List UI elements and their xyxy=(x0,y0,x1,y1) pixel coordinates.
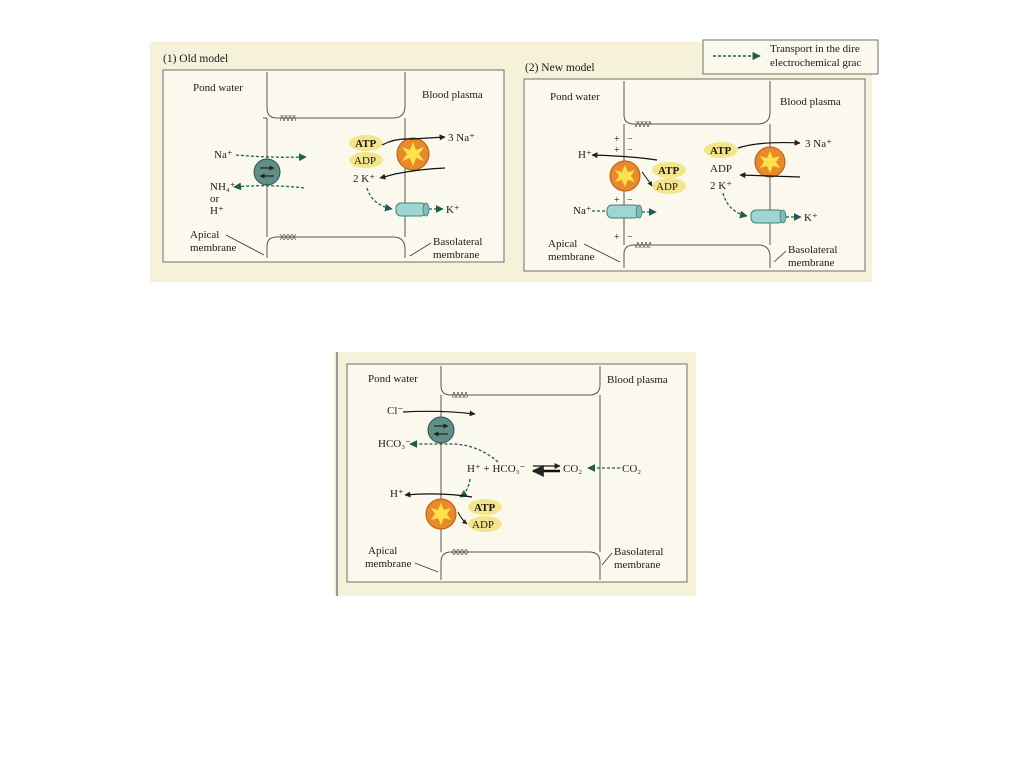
bottom-cl-label: Cl⁻ xyxy=(387,405,403,417)
new-k-channel-icon xyxy=(750,209,787,224)
old-atp-bubble xyxy=(349,135,383,151)
old-nh4-label: NH₄⁺ xyxy=(210,181,236,193)
bottom-cl-arrow xyxy=(402,410,476,417)
new-h-out-arrow xyxy=(591,152,658,161)
legend: Transport in the dire electrochemical gr… xyxy=(702,39,879,75)
new-3na-label: 3 Na⁺ xyxy=(805,138,832,150)
old-tight-junction-bottom xyxy=(280,234,296,240)
new-adp-left-label: ADP xyxy=(656,181,678,193)
new-charge-minus-4: − xyxy=(627,232,633,243)
bottom-adp-label: ADP xyxy=(472,519,494,531)
old-or-label: or xyxy=(210,193,220,205)
old-na-k-pump-icon xyxy=(396,137,430,171)
bottom-hco3-label: HCO₃⁻ xyxy=(378,438,411,450)
bottom-h-label: H⁺ xyxy=(390,488,404,500)
old-tight-junction-top xyxy=(280,115,296,121)
new-h-label: H⁺ xyxy=(578,149,592,161)
new-charge-plus-2: + xyxy=(614,145,620,156)
new-atp-left-label: ATP xyxy=(658,165,679,177)
new-charge-minus-3: − xyxy=(627,195,633,206)
old-cell-top xyxy=(266,72,406,119)
old-cell-bottom xyxy=(266,236,406,258)
new-charge-minus-2: − xyxy=(627,145,633,156)
old-k-path-arrow xyxy=(366,187,393,212)
bottom-hco3-arrow xyxy=(409,440,499,463)
bottom-co2-in-label: CO₂ xyxy=(563,463,582,475)
bottom-panel xyxy=(346,363,688,583)
new-model-panel: (2) New model Pond water Blood plasma + … xyxy=(523,62,866,272)
old-blood-plasma-label: Blood plasma xyxy=(422,89,483,101)
old-antiporter-icon xyxy=(253,158,281,186)
bottom-apical-label-1: Apical xyxy=(368,545,397,557)
old-nh4-arrow xyxy=(233,182,305,191)
old-h-label: H⁺ xyxy=(210,205,224,217)
old-basolateral-label-1: Basolateral xyxy=(433,236,482,248)
new-2k-label: 2 K⁺ xyxy=(710,180,732,192)
old-na-label: Na⁺ xyxy=(214,149,233,161)
old-model-title: (1) Old model xyxy=(163,53,228,65)
old-na-out-arrow xyxy=(381,134,446,146)
old-k-in-arrow xyxy=(379,167,446,180)
old-k-channel-icon xyxy=(395,202,430,217)
new-pond-water-label: Pond water xyxy=(550,91,600,103)
bottom-co2-out-label: CO₂ xyxy=(622,463,641,475)
legend-text-1: Transport in the dire xyxy=(770,43,860,55)
old-2k-label: 2 K⁺ xyxy=(353,173,375,185)
new-charge-plus-3: + xyxy=(614,195,620,206)
top-scan: Transport in the dire electrochemical gr… xyxy=(150,39,879,282)
old-na-arrow xyxy=(235,153,307,162)
bottom-reaction-label: H⁺ + HCO₃⁻ xyxy=(467,463,526,475)
old-adp-label: ADP xyxy=(354,155,376,167)
legend-text-2: electrochemical grac xyxy=(770,57,861,69)
new-charge-plus-4: + xyxy=(614,232,620,243)
bottom-pond-water-label: Pond water xyxy=(368,373,418,385)
new-model-title: (2) New model xyxy=(525,62,595,74)
bottom-antiporter-icon xyxy=(427,416,455,444)
new-na-k-pump-icon xyxy=(754,146,786,178)
old-pond-water-label: Pond water xyxy=(193,82,243,94)
bottom-apical-label-2: membrane xyxy=(365,558,412,570)
new-proton-pump-icon xyxy=(609,160,641,192)
new-apical-label-2: membrane xyxy=(548,251,595,263)
old-apical-label-2: membrane xyxy=(190,242,237,254)
old-basolateral-label-2: membrane xyxy=(433,249,480,261)
new-na-label: Na⁺ xyxy=(573,205,592,217)
new-k-out-label: K⁺ xyxy=(804,212,818,224)
new-charge-plus-1: + xyxy=(614,134,620,145)
old-3na-label: 3 Na⁺ xyxy=(448,132,475,144)
new-basolateral-label-1: Basolateral xyxy=(788,244,837,256)
old-k-out-label: K⁺ xyxy=(446,204,460,216)
bottom-basolateral-label-1: Basolateral xyxy=(614,546,663,558)
old-adp-bubble xyxy=(349,152,383,168)
bottom-blood-plasma-label: Blood plasma xyxy=(607,374,668,386)
new-blood-plasma-label: Blood plasma xyxy=(780,96,841,108)
old-model-panel: (1) Old model Pond water Blood plasma Na… xyxy=(162,53,505,263)
new-charge-minus-1: − xyxy=(627,134,633,145)
bottom-scan: Pond water Blood plasma Cl⁻ HCO₃⁻ H⁺ + H… xyxy=(334,352,696,596)
new-atp-right-label: ATP xyxy=(710,145,731,157)
bottom-atp-label: ATP xyxy=(474,502,495,514)
bottom-h-out-arrow xyxy=(404,491,473,498)
bottom-proton-pump-icon xyxy=(425,498,457,530)
new-apical-label-1: Apical xyxy=(548,238,577,250)
bottom-basolateral-label-2: membrane xyxy=(614,559,661,571)
new-basolateral-label-2: membrane xyxy=(788,257,835,269)
old-atp-label: ATP xyxy=(355,138,376,150)
old-apical-label-1: Apical xyxy=(190,229,219,241)
new-adp-right-label: ADP xyxy=(710,163,732,175)
new-na-channel-icon xyxy=(606,204,643,219)
